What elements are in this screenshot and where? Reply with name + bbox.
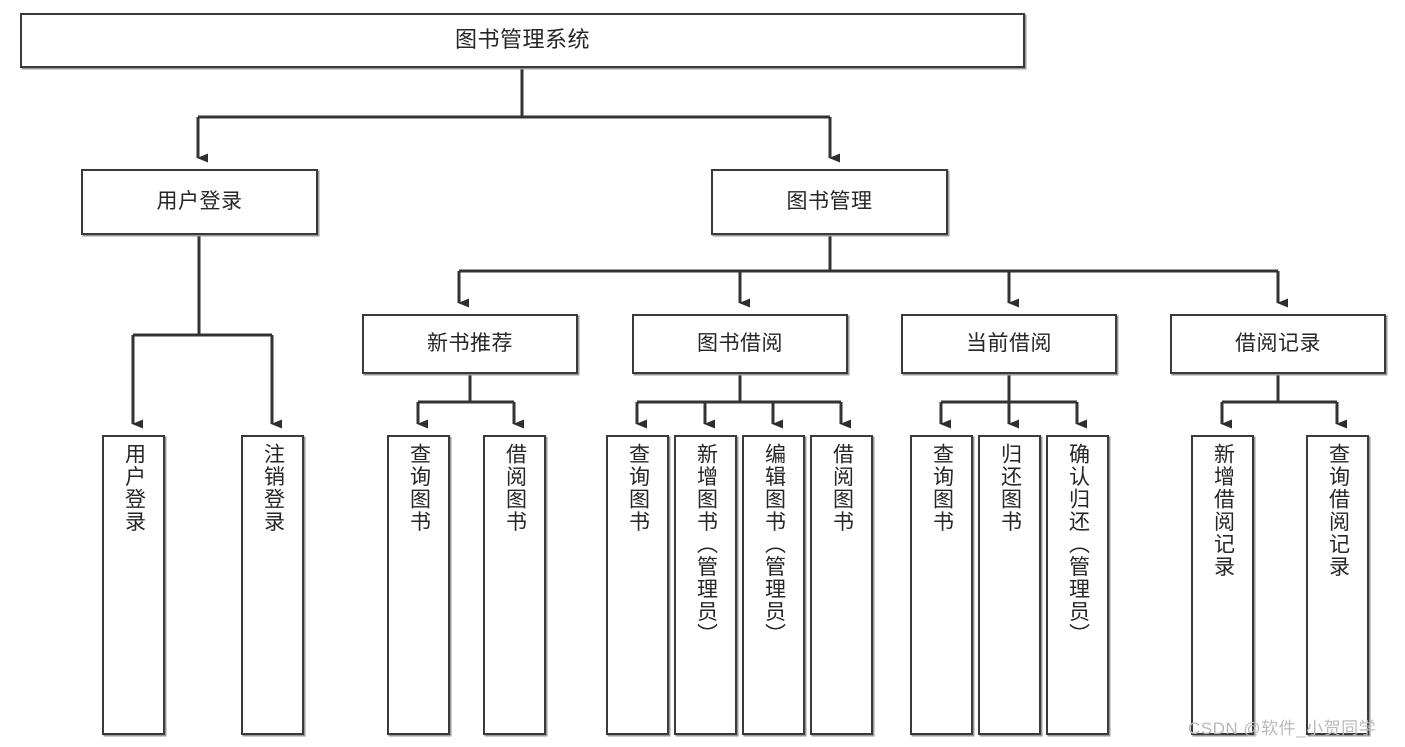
leaf-query-book-2[interactable]: 查询图书: [606, 435, 669, 735]
leaf-logout-login[interactable]: 注销登录: [241, 435, 304, 735]
node-root[interactable]: 图书管理系统: [20, 13, 1025, 68]
leaf-user-login-label: 用户登录: [122, 443, 146, 533]
leaf-borrow-book-2-label: 借阅图书: [830, 443, 854, 533]
leaf-borrow-book-1[interactable]: 借阅图书: [483, 435, 546, 735]
leaf-query-book-1-label: 查询图书: [407, 443, 431, 533]
node-new-book-recommend[interactable]: 新书推荐: [362, 314, 578, 374]
leaf-confirm-return[interactable]: 确认归还（管理员）: [1046, 435, 1109, 735]
leaf-logout-login-label: 注销登录: [261, 443, 285, 533]
leaf-query-record-label: 查询借阅记录: [1326, 443, 1350, 578]
leaf-query-book-3[interactable]: 查询图书: [910, 435, 973, 735]
node-user-login[interactable]: 用户登录: [81, 169, 318, 235]
node-book-borrow-label: 图书借阅: [697, 332, 783, 356]
leaf-return-book[interactable]: 归还图书: [978, 435, 1041, 735]
node-borrow-record-label: 借阅记录: [1235, 332, 1321, 356]
node-new-book-recommend-label: 新书推荐: [427, 332, 513, 356]
node-book-management-label: 图书管理: [786, 190, 873, 214]
leaf-query-record[interactable]: 查询借阅记录: [1306, 435, 1369, 735]
leaf-return-book-label: 归还图书: [998, 443, 1022, 533]
node-root-label: 图书管理系统: [454, 27, 590, 53]
node-user-login-label: 用户登录: [156, 190, 243, 214]
leaf-add-book-label: 新增图书（管理员）: [694, 443, 718, 646]
leaf-add-record[interactable]: 新增借阅记录: [1191, 435, 1254, 735]
node-current-borrow-label: 当前借阅: [966, 332, 1052, 356]
node-current-borrow[interactable]: 当前借阅: [901, 314, 1117, 374]
leaf-edit-book[interactable]: 编辑图书（管理员）: [742, 435, 805, 735]
leaf-add-record-label: 新增借阅记录: [1211, 443, 1235, 578]
leaf-user-login[interactable]: 用户登录: [102, 435, 165, 735]
leaf-query-book-1[interactable]: 查询图书: [387, 435, 450, 735]
node-book-borrow[interactable]: 图书借阅: [632, 314, 848, 374]
leaf-confirm-return-label: 确认归还（管理员）: [1066, 443, 1090, 646]
node-book-management[interactable]: 图书管理: [711, 169, 948, 235]
leaf-edit-book-label: 编辑图书（管理员）: [762, 443, 786, 646]
leaf-query-book-2-label: 查询图书: [626, 443, 650, 533]
leaf-add-book[interactable]: 新增图书（管理员）: [674, 435, 737, 735]
leaf-borrow-book-1-label: 借阅图书: [503, 443, 527, 533]
leaf-query-book-3-label: 查询图书: [930, 443, 954, 533]
node-borrow-record[interactable]: 借阅记录: [1170, 314, 1386, 374]
leaf-borrow-book-2[interactable]: 借阅图书: [810, 435, 873, 735]
